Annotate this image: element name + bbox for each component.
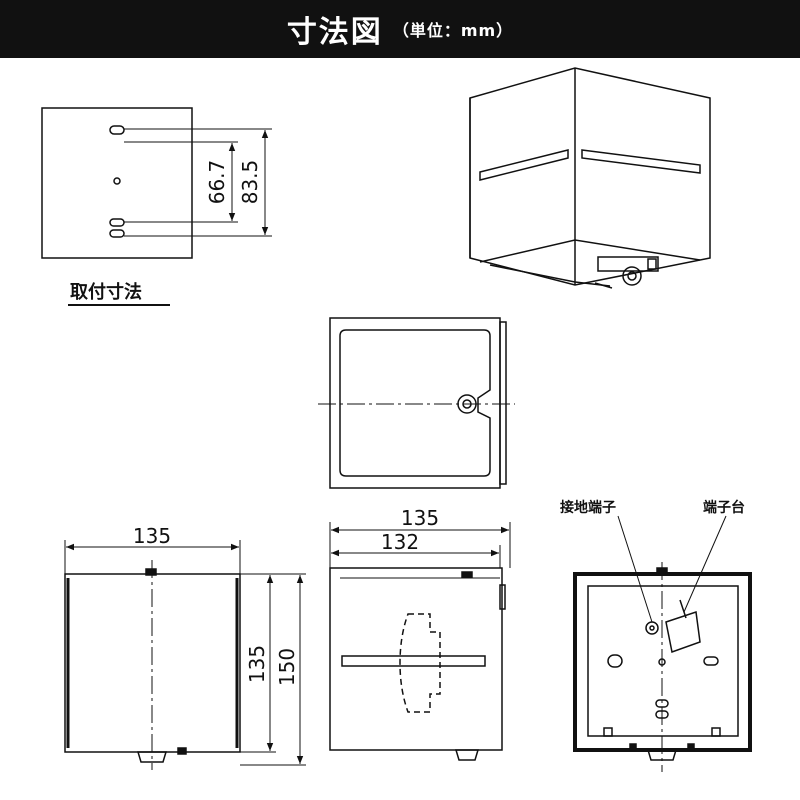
dim-83-5-label: 83.5 bbox=[238, 160, 262, 205]
label-ground-terminal: 接地端子 bbox=[560, 499, 616, 516]
dim-66-7-label: 66.7 bbox=[205, 160, 229, 205]
iso-slot-right bbox=[581, 149, 701, 174]
dim-front-width-label: 135 bbox=[133, 524, 171, 548]
mount-slot-top bbox=[109, 125, 125, 135]
back-view bbox=[573, 515, 752, 772]
side-view-lamp-base bbox=[454, 749, 480, 761]
back-view-terminal-block bbox=[665, 611, 701, 653]
mount-slot-bottom-2 bbox=[109, 229, 125, 238]
dim-side-132-label: 132 bbox=[381, 530, 419, 554]
front-view bbox=[64, 540, 306, 770]
side-view-hidden-socket bbox=[399, 613, 441, 713]
dim-front-height-inner-label: 135 bbox=[245, 645, 269, 683]
mount-plate-outline bbox=[41, 107, 193, 259]
back-view-lamp-base bbox=[646, 749, 678, 761]
label-terminal-block: 端子台 bbox=[703, 499, 745, 516]
dim-front-height-outer-label: 150 bbox=[275, 648, 299, 686]
mount-view-label: 取付寸法 bbox=[70, 281, 142, 303]
unit-label: （単位：mm） bbox=[392, 21, 514, 40]
mount-view bbox=[41, 107, 272, 259]
iso-outline bbox=[469, 67, 711, 286]
back-view-ground-terminal bbox=[645, 621, 659, 635]
back-view-plate bbox=[587, 585, 739, 737]
iso-slot-left bbox=[479, 149, 569, 181]
mount-slot-bottom-1 bbox=[109, 218, 125, 227]
dim-side-135-label: 135 bbox=[401, 506, 439, 530]
title-bar: 寸法図 （単位：mm） bbox=[0, 0, 800, 58]
page-title: 寸法図 bbox=[286, 15, 383, 50]
top-view-outline bbox=[329, 317, 501, 489]
leader-ground bbox=[617, 515, 653, 623]
leader-terminal bbox=[683, 515, 727, 613]
side-view-outline bbox=[329, 567, 503, 751]
mount-hole-center bbox=[113, 177, 121, 185]
isometric-view bbox=[469, 67, 711, 289]
top-view-side-lip bbox=[499, 321, 507, 485]
front-view-lamp-base bbox=[136, 751, 168, 763]
iso-lamp-socket bbox=[622, 266, 642, 286]
side-view-slot bbox=[341, 655, 486, 667]
top-view-inner-recess bbox=[339, 329, 491, 477]
iso-terminal-box bbox=[597, 256, 659, 272]
top-view bbox=[318, 317, 515, 489]
side-view bbox=[329, 522, 511, 761]
